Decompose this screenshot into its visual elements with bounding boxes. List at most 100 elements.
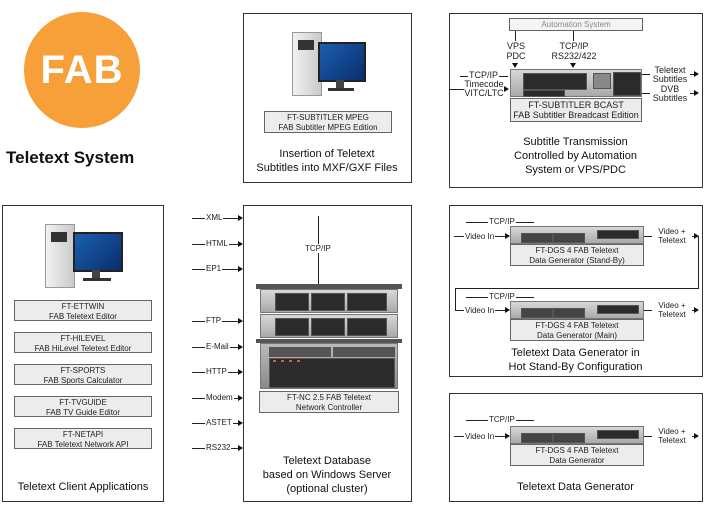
- rs232-label: RS232/422: [551, 51, 597, 61]
- bcast-product-box: FT-SUBTITLER BCAST FAB Subtitler Breadca…: [510, 98, 642, 122]
- input-label-xml: XML: [205, 213, 224, 222]
- app-box-tvguide: FT-TVGUIDE FAB TV Guide Editor: [14, 396, 152, 417]
- tcpip-rs232-label: TCP/IP RS232/422: [548, 41, 600, 61]
- pdc-label: PDC: [506, 51, 526, 61]
- main-product-line1: FT-DGS 4 FAB Teletext: [535, 321, 619, 330]
- arrow-right-icon: [238, 318, 243, 324]
- standby-out-line1: Video +: [658, 227, 686, 236]
- app-code: FT-ETTWIN: [61, 302, 105, 311]
- arrow-right-icon: [238, 266, 243, 272]
- db-caption-line2: based on Windows Server: [262, 469, 392, 481]
- teletext-subtitles-output: Teletext Subtitles: [650, 66, 690, 84]
- arrow-right-icon: [238, 445, 243, 451]
- mpeg-product-code: FT-SUBTITLER MPEG: [287, 113, 369, 122]
- mpeg-caption-line1: Insertion of Teletext: [279, 148, 375, 160]
- hotstandby-caption: Teletext Data Generator in Hot Stand-By …: [450, 346, 701, 374]
- out1-line2: Subtitles: [652, 74, 688, 84]
- app-box-netapi: FT-NETAPI FAB Teletext Network API: [14, 428, 152, 449]
- app-name: FAB Sports Calculator: [43, 376, 123, 385]
- gen-product-line2: Data Generator: [549, 456, 605, 465]
- tcpip-left-label: TCP/IP: [468, 70, 500, 80]
- arrow-right-icon: [238, 344, 243, 350]
- db-product-line1: FT-NC 2.5 FAB Teletext: [287, 393, 371, 402]
- app-name: FAB Teletext Editor: [49, 312, 117, 321]
- panel-subtitler-mpeg: FT-SUBTITLER MPEG FAB Subtitler MPEG Edi…: [243, 13, 412, 183]
- input-label-ep1: EP1: [205, 264, 223, 273]
- vps-pdc-label: VPS PDC: [504, 41, 528, 61]
- out1-line1: Teletext: [654, 65, 686, 75]
- input-label-http: HTTP: [205, 367, 228, 376]
- main-product-box: FT-DGS 4 FAB Teletext Data Generator (Ma…: [510, 319, 644, 341]
- hotstandby-caption-line1: Teletext Data Generator in: [511, 347, 640, 359]
- standby-product-line2: Data Generator (Stand-By): [529, 256, 625, 265]
- timecode-line1: Timecode: [464, 79, 504, 89]
- app-code: FT-SPORTS: [60, 366, 106, 375]
- tcpip-top-label: TCP/IP: [559, 41, 589, 51]
- main-product-line2: Data Generator (Main): [536, 331, 618, 340]
- db-caption-line3: (optional cluster): [286, 483, 368, 495]
- db-caption-line1: Teletext Database: [282, 455, 372, 467]
- gen-product-box: FT-DGS 4 FAB Teletext Data Generator: [510, 444, 644, 466]
- gen-tcpip-label: TCP/IP: [488, 415, 516, 424]
- bcast-caption-line1: Subtitle Transmission: [523, 136, 628, 148]
- bcast-product-name: FAB Subtitler Breadcast Edition: [513, 110, 639, 120]
- automation-system-box: Automation System: [509, 18, 643, 31]
- page-title: Teletext System: [6, 148, 135, 167]
- db-caption: Teletext Database based on Windows Serve…: [244, 454, 410, 496]
- fab-logo: FAB: [24, 12, 140, 128]
- db-tcpip-label: TCP/IP: [304, 244, 332, 253]
- input-label-email: E-Mail: [205, 342, 230, 351]
- main-video-in-label: Video In: [464, 306, 496, 315]
- arrow-right-icon: [238, 369, 243, 375]
- mpeg-product-box: FT-SUBTITLER MPEG FAB Subtitler MPEG Edi…: [264, 111, 392, 133]
- bcast-caption-line2: Controlled by Automation: [514, 150, 637, 162]
- app-name: FAB Teletext Network API: [37, 440, 129, 449]
- panel-teletext-database: TCP/IP FT-NC 2.5 FAB Teletext Network Co…: [243, 205, 412, 502]
- gen-video-in-label: Video In: [464, 432, 496, 441]
- app-box-sports: FT-SPORTS FAB Sports Calculator: [14, 364, 152, 385]
- main-tcpip-label: TCP/IP: [488, 292, 516, 301]
- panel-data-generator: TCP/IP Video In Video + Teletext FT-DGS …: [449, 393, 703, 502]
- standby-product-box: FT-DGS 4 FAB Teletext Data Generator (St…: [510, 244, 644, 266]
- input-label-html: HTML: [205, 239, 229, 248]
- db-product-box: FT-NC 2.5 FAB Teletext Network Controlle…: [259, 391, 399, 413]
- input-label-astet: ASTET: [205, 418, 233, 427]
- mpeg-product-name: FAB Subtitler MPEG Edition: [278, 123, 378, 132]
- app-box-hilevel: FT-HILEVEL FAB HiLevel Teletext Editor: [14, 332, 152, 353]
- main-out-line1: Video +: [658, 301, 686, 310]
- input-label-rs232: RS232: [205, 443, 232, 452]
- panel-hot-standby: TCP/IP Video In Video + Teletext FT-DGS …: [449, 205, 703, 377]
- workstation-icon: [45, 220, 125, 290]
- hotstandby-caption-line2: Hot Stand-By Configuration: [508, 361, 643, 373]
- gen-product-line1: FT-DGS 4 FAB Teletext: [535, 446, 619, 455]
- standby-out-line2: Teletext: [658, 236, 686, 245]
- panel-client-applications: FT-ETTWIN FAB Teletext Editor FT-HILEVEL…: [2, 205, 164, 502]
- arrow-right-icon: [238, 241, 243, 247]
- mpeg-caption-line2: Subtitles into MXF/GXF Files: [256, 162, 398, 174]
- gen-output-label: Video + Teletext: [652, 427, 692, 445]
- logo-text: FAB: [40, 47, 124, 92]
- gen-out-line2: Teletext: [658, 436, 686, 445]
- bcast-caption-line3: System or VPS/PDC: [525, 164, 626, 176]
- main-output-label: Video + Teletext: [652, 301, 692, 319]
- input-label-modem: Modem: [205, 393, 234, 402]
- arrow-right-icon: [238, 395, 243, 401]
- standby-output-label: Video + Teletext: [652, 227, 692, 245]
- server-rack-icon: [256, 284, 402, 390]
- main-server-icon: [510, 301, 644, 319]
- out2-line1: DVB: [660, 84, 680, 94]
- timecode-label: Timecode VITC/LTC: [464, 80, 504, 98]
- clients-caption: Teletext Client Applications: [17, 481, 149, 493]
- app-name: FAB HiLevel Teletext Editor: [34, 344, 132, 353]
- app-code: FT-NETAPI: [62, 430, 104, 439]
- app-code: FT-HILEVEL: [60, 334, 106, 343]
- standby-video-in-label: Video In: [464, 232, 496, 241]
- gen-caption: Teletext Data Generator: [517, 481, 634, 493]
- arrow-right-icon: [238, 420, 243, 426]
- workstation-icon: [292, 28, 366, 100]
- app-code: FT-TVGUIDE: [59, 398, 107, 407]
- panel-subtitler-bcast: Automation System VPS PDC TCP/IP RS232/4…: [449, 13, 703, 188]
- standby-server-icon: [510, 226, 644, 244]
- app-box-ettwin: FT-ETTWIN FAB Teletext Editor: [14, 300, 152, 321]
- app-name: FAB TV Guide Editor: [45, 408, 121, 417]
